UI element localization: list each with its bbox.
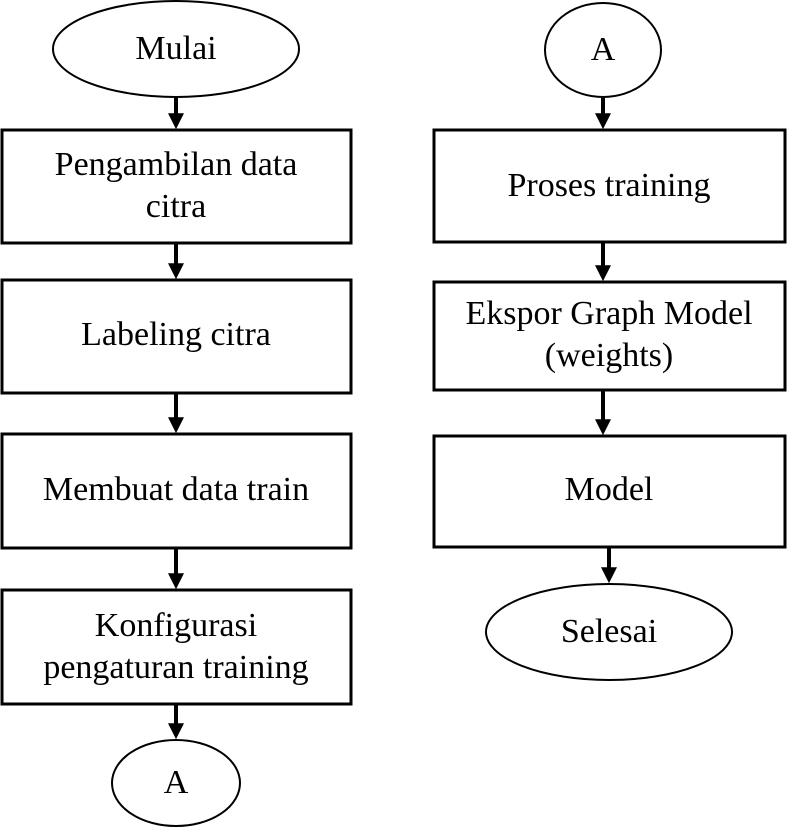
process-step-konfigurasi: Konfigurasi pengaturan training: [0, 588, 353, 706]
process-step-proses-training: Proses training: [432, 128, 787, 244]
step-label: (weights): [545, 337, 673, 374]
end-label: Selesai: [561, 613, 657, 650]
process-step-ekspor-graph: Ekspor Graph Model (weights): [432, 280, 787, 392]
start-terminal: Mulai: [52, 0, 300, 98]
step-label: Ekspor Graph Model: [465, 295, 752, 332]
on-page-connector-a: A: [544, 2, 662, 98]
end-terminal: Selesai: [485, 583, 733, 681]
step-label: Pengambilan data: [55, 146, 298, 183]
off-page-connector-a: A: [111, 739, 241, 827]
step-label: pengaturan training: [43, 649, 308, 686]
process-step-model: Model: [432, 434, 787, 549]
step-label: Labeling citra: [81, 316, 271, 353]
start-label: Mulai: [135, 30, 216, 67]
process-step-data-train: Membuat data train: [0, 432, 353, 550]
step-label: citra: [146, 188, 206, 225]
step-label: Membuat data train: [43, 471, 309, 508]
step-label: Proses training: [507, 167, 710, 204]
step-label: Model: [565, 471, 654, 508]
process-step-pengambilan-data: Pengambilan data citra: [0, 128, 353, 245]
process-step-labeling: Labeling citra: [0, 278, 353, 395]
connector-label: A: [591, 31, 616, 68]
step-label: Konfigurasi: [95, 607, 257, 644]
connector-label: A: [164, 764, 189, 801]
